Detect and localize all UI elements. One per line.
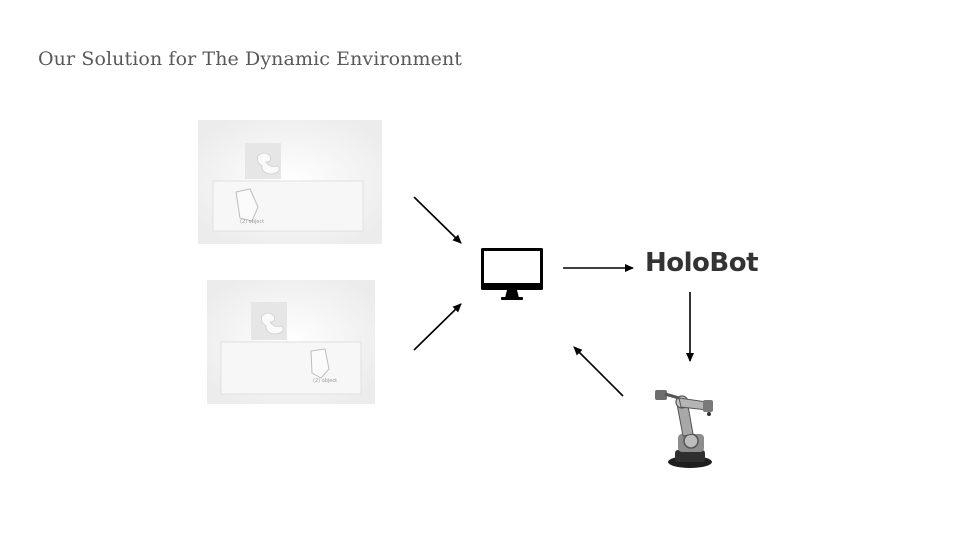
arrow-robot-to-computer <box>573 346 624 397</box>
holobot-label: HoloBot <box>645 248 759 278</box>
scene-2-graphic <box>207 280 375 404</box>
arrow-scene2-to-computer <box>413 303 462 351</box>
robot-arm-1 <box>257 152 280 175</box>
object-1 <box>235 188 259 222</box>
industrial-robot-arm-icon <box>655 390 713 468</box>
scene-render-1: (2) object <box>198 120 382 244</box>
scene-1-graphic <box>198 120 382 244</box>
scene-2-label: (2) object <box>313 378 338 384</box>
slide-title: Our Solution for The Dynamic Environment <box>38 48 463 70</box>
table-2 <box>220 341 362 395</box>
arrow-scene1-to-computer <box>413 196 462 244</box>
computer-monitor-icon <box>481 248 543 300</box>
scene-1-label: (2) object <box>240 219 265 225</box>
object-2 <box>310 348 330 379</box>
scene-render-2: (2) object <box>207 280 375 404</box>
robot-arm-2 <box>261 312 284 335</box>
